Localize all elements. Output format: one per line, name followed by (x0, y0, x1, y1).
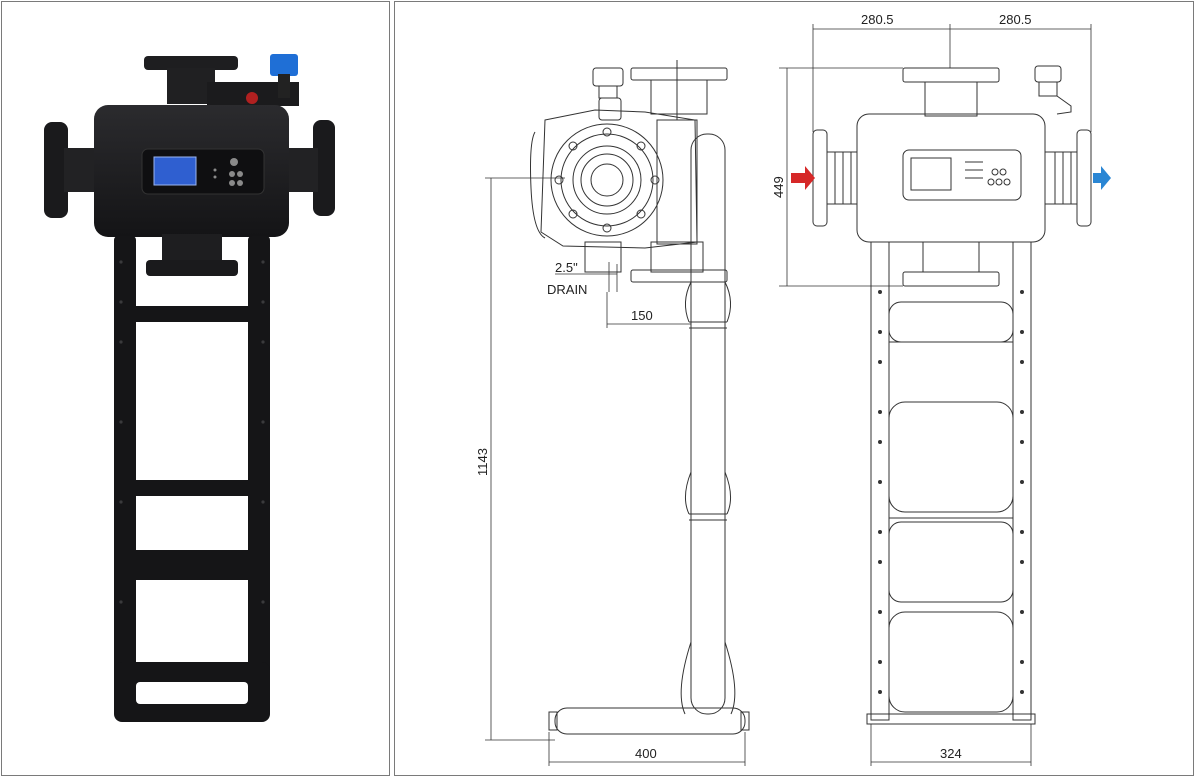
stand-frame (114, 236, 270, 722)
technical-drawing-panel: 280.5 280.5 449 2.5" DRAIN 150 1143 400 … (394, 1, 1194, 776)
dim-total-height: 1143 (475, 448, 490, 476)
dim-base-depth: 400 (635, 746, 657, 761)
technical-drawing: 280.5 280.5 449 2.5" DRAIN 150 1143 400 … (475, 12, 1111, 766)
inlet-arrow-icon (791, 166, 815, 190)
control-valve-icon (270, 54, 298, 76)
product-photo-panel (1, 1, 390, 776)
dim-drain-size: 2.5" (555, 260, 578, 275)
dim-frame-width: 324 (940, 746, 962, 761)
dim-half-width-left: 280.5 (861, 12, 894, 27)
dim-drain-offset: 150 (631, 308, 653, 323)
side-view (530, 60, 750, 735)
top-flange (144, 54, 299, 106)
outlet-flange (284, 120, 335, 216)
front-view (812, 65, 1092, 725)
lcd-display (153, 156, 197, 186)
product-photo (44, 54, 335, 722)
drain-label: DRAIN (547, 282, 587, 297)
outlet-arrow-icon (1093, 166, 1111, 190)
bottom-flange (146, 260, 238, 276)
dim-body-height: 449 (771, 176, 786, 198)
inlet-flange (44, 122, 100, 218)
control-buttons (213, 158, 243, 186)
dim-half-width-right: 280.5 (999, 12, 1032, 27)
